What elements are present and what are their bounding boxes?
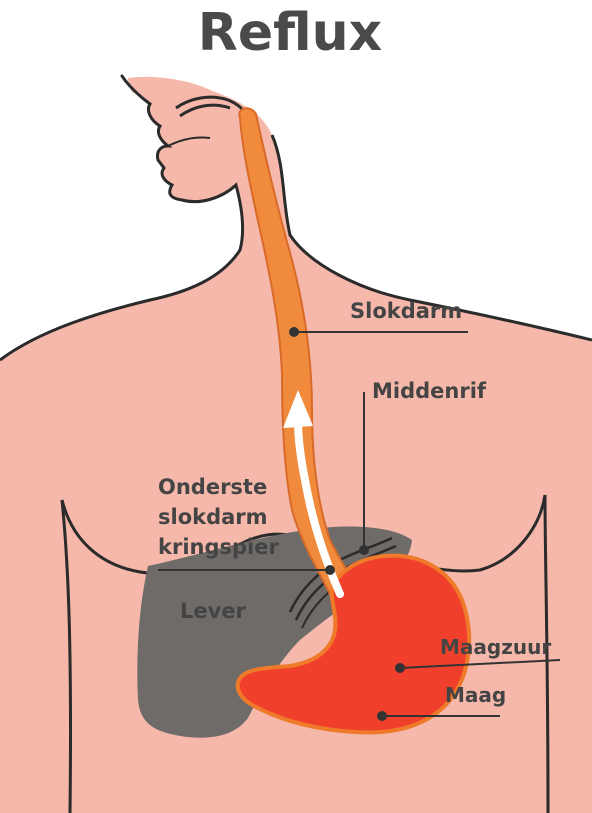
label-diaphragm: Middenrif [372, 379, 487, 403]
label-sphincter-line2: slokdarm [158, 505, 268, 529]
label-stomach: Maag [445, 683, 506, 707]
label-esophagus: Slokdarm [350, 299, 462, 323]
page-title: Reflux [198, 3, 382, 63]
label-liver: Lever [180, 599, 247, 623]
label-sphincter-line3: kringspier [158, 535, 279, 559]
label-sphincter-line1: Onderste [158, 475, 267, 499]
label-stomach-acid: Maagzuur [440, 635, 551, 659]
